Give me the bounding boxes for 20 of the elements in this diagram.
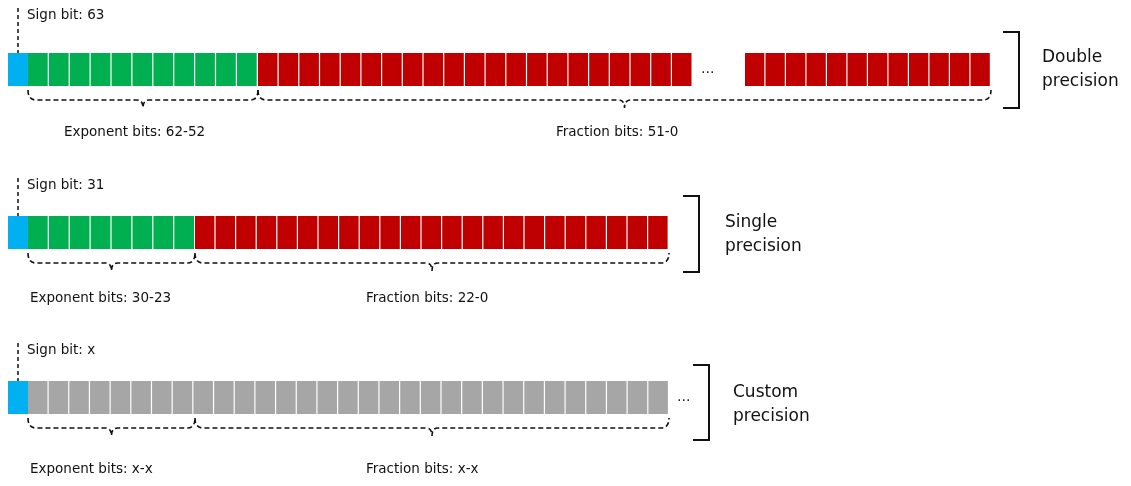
ellipsis: … [701, 60, 715, 76]
ellipsis: … [677, 388, 691, 404]
field-label: Fraction bits: 51-0 [556, 123, 679, 139]
field-label: Exponent bits: 62-52 [64, 123, 206, 139]
field-label: Exponent bits: 30-23 [30, 289, 172, 305]
sign-bit-label: Sign bit: 31 [18, 176, 105, 194]
format-name: Double precision [1042, 45, 1120, 92]
sign-bit-label: Sign bit: 63 [18, 6, 105, 24]
sign-bit-cell [8, 381, 28, 414]
leader-line [17, 177, 19, 217]
format-name: Custom precision [733, 380, 811, 427]
sign-bit-label: Sign bit: x [18, 341, 96, 359]
leader-line [17, 342, 19, 382]
sign-bit-cell [8, 53, 28, 86]
leader-line [17, 7, 19, 54]
format-name: Single precision [725, 210, 803, 257]
field-label: Fraction bits: x-x [366, 460, 479, 476]
field-label: Fraction bits: 22-0 [366, 289, 489, 305]
field-label: Exponent bits: x-x [30, 460, 153, 476]
sign-bit-cell [8, 216, 28, 249]
